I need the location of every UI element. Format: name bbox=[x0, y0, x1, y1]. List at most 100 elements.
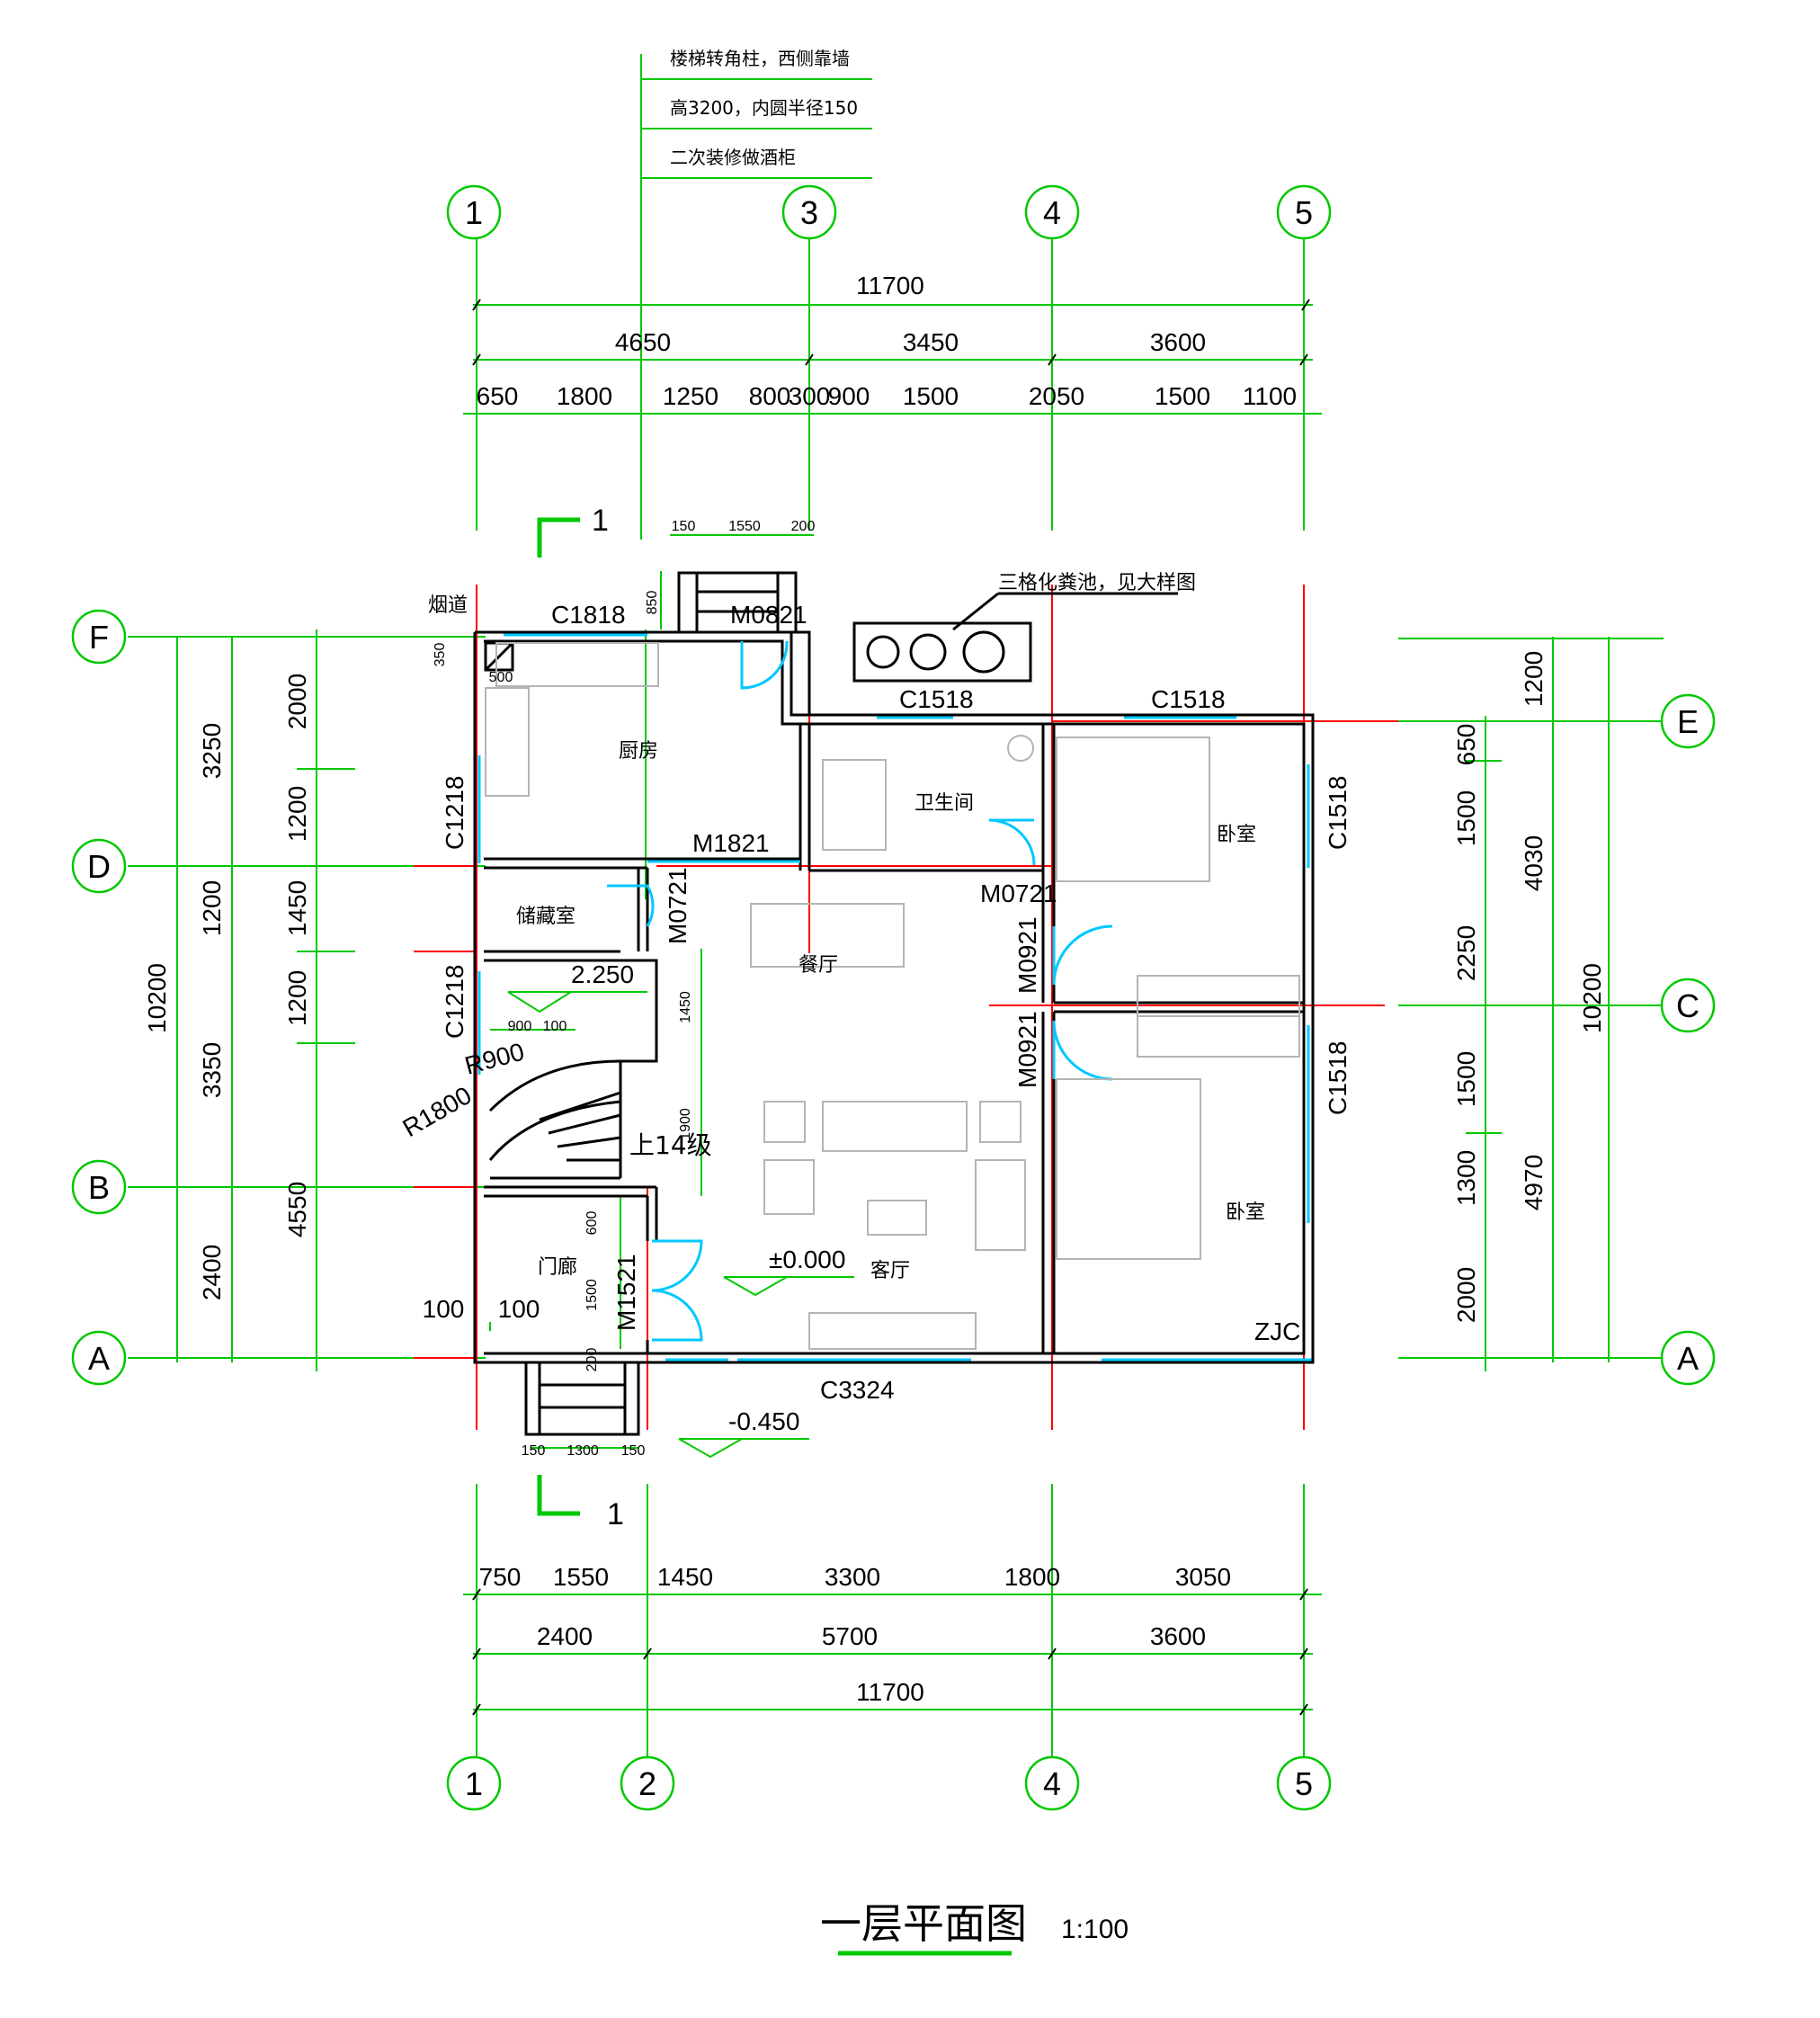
axis-bubble-top-3 bbox=[781, 184, 837, 240]
dim-text: 3250 bbox=[198, 723, 226, 779]
dim-text: 300 bbox=[789, 382, 831, 410]
dim-text: 1550 bbox=[553, 1563, 609, 1591]
window-label: C1218 bbox=[441, 964, 468, 1039]
dim-text: 900 bbox=[828, 382, 870, 410]
dimension-lines bbox=[128, 54, 1664, 1956]
walls bbox=[473, 571, 1315, 1436]
dim-text: 800 bbox=[749, 382, 791, 410]
axis-bubble-left-F bbox=[71, 609, 127, 665]
axis-label: B bbox=[88, 1169, 110, 1206]
axis-label: 3 bbox=[800, 194, 818, 231]
dim-text: 1450 bbox=[283, 880, 311, 936]
axis-label: A bbox=[1677, 1340, 1699, 1377]
dim-text: 750 bbox=[479, 1563, 522, 1591]
axis-bubbles bbox=[71, 184, 1716, 1811]
dim-text: 100 bbox=[423, 1295, 465, 1323]
axis-label: F bbox=[89, 619, 109, 656]
dim-text: 1450 bbox=[657, 1563, 713, 1591]
axis-bubble-right-A bbox=[1660, 1330, 1716, 1386]
note-line: 二次装修做酒柜 bbox=[670, 147, 796, 168]
axis-labels: 1 3 4 5 1 2 4 5 F D B A E C A bbox=[87, 194, 1700, 1802]
window-label: C1518 bbox=[1151, 685, 1226, 713]
door-label: M1521 bbox=[612, 1254, 640, 1331]
note-line: 高3200，内圆半径150 bbox=[670, 97, 858, 119]
dim-text: 4970 bbox=[1520, 1155, 1548, 1210]
door-label: M0721 bbox=[664, 867, 691, 944]
axis-bubble-bottom-4 bbox=[1024, 1755, 1080, 1811]
furniture bbox=[485, 642, 1300, 1350]
septic-note: 三格化粪池，见大样图 bbox=[998, 572, 1196, 594]
dim-text: 1100 bbox=[1243, 382, 1297, 410]
dim-text: 150 bbox=[621, 1443, 646, 1459]
note-line: 楼梯转角柱，西侧靠墙 bbox=[670, 48, 850, 69]
dim-text: 3050 bbox=[1175, 1563, 1231, 1591]
dim-text: 100 bbox=[498, 1295, 540, 1323]
axis-bubble-left-A bbox=[71, 1330, 127, 1386]
window-label: C1818 bbox=[551, 601, 626, 629]
dim-text: 1900 bbox=[678, 1108, 693, 1140]
axis-label: 1 bbox=[465, 194, 483, 231]
dim-text: 3600 bbox=[1150, 1622, 1206, 1650]
dim-text: 850 bbox=[645, 591, 660, 615]
dim-text: 1500 bbox=[584, 1279, 600, 1311]
axis-bubble-bottom-2 bbox=[620, 1755, 675, 1811]
dim-text: 500 bbox=[489, 670, 513, 685]
dim-text: 4030 bbox=[1520, 835, 1548, 891]
axis-bubble-left-D bbox=[71, 838, 127, 894]
horizontal-dimensions: 11700 4650 3450 3600 650 1800 1250 800 3… bbox=[477, 272, 1297, 1706]
dim-text: 2000 bbox=[283, 674, 311, 729]
dim-text: 1500 bbox=[1452, 1051, 1480, 1107]
axis-bubble-top-5 bbox=[1276, 184, 1332, 240]
dim-text: 10200 bbox=[1578, 963, 1606, 1033]
zjc-label: ZJC bbox=[1254, 1317, 1300, 1345]
section-number: 1 bbox=[607, 1497, 624, 1531]
room-bathroom: 卫生间 bbox=[914, 792, 974, 815]
dim-text: 1500 bbox=[1155, 382, 1210, 410]
dimension-ticks bbox=[472, 299, 1310, 1716]
room-storage: 储藏室 bbox=[516, 906, 575, 928]
dim-text: 1500 bbox=[903, 382, 959, 410]
dim-text: 150 bbox=[522, 1443, 546, 1459]
vertical-dimensions: 10200 3250 1200 3350 2400 2000 1200 1450… bbox=[143, 651, 1606, 1323]
door-label: M0821 bbox=[730, 601, 807, 629]
dim-text: 11700 bbox=[856, 272, 924, 299]
opening-labels: C1818 C1518 C1518 C1218 C1518 C1218 C151… bbox=[441, 601, 1352, 1404]
room-dining: 餐厅 bbox=[798, 954, 838, 977]
dim-text: 1200 bbox=[283, 970, 311, 1026]
door-label: M0921 bbox=[1013, 1011, 1041, 1088]
drawing-scale: 1:100 bbox=[1061, 1915, 1129, 1944]
axis-label: C bbox=[1676, 987, 1700, 1024]
dim-text: 2400 bbox=[198, 1245, 226, 1300]
dim-text: 200 bbox=[584, 1348, 600, 1372]
dim-text: 2400 bbox=[537, 1622, 593, 1650]
drawing-title: 一层平面图 bbox=[820, 1899, 1027, 1948]
dim-text: 2250 bbox=[1452, 925, 1480, 981]
door-label: M0921 bbox=[1013, 916, 1041, 994]
door-label: M0721 bbox=[980, 880, 1057, 907]
room-labels: 厨房 卫生间 卧室 储藏室 餐厅 门廊 客厅 卧室 bbox=[516, 740, 1265, 1282]
stair-radius: R900 bbox=[462, 1038, 528, 1080]
dim-text: 1500 bbox=[1452, 790, 1480, 846]
stair-radius: R1800 bbox=[398, 1081, 477, 1142]
dim-text: 1200 bbox=[198, 880, 226, 936]
dim-text: 900 bbox=[508, 1019, 532, 1034]
window-label: C1218 bbox=[441, 775, 468, 850]
level-value: 2.250 bbox=[571, 960, 634, 988]
axis-label: 4 bbox=[1043, 194, 1061, 231]
window-label: C1518 bbox=[1324, 775, 1352, 850]
axis-label: 1 bbox=[465, 1765, 483, 1802]
door-label: M1821 bbox=[692, 829, 770, 857]
window-label: C3324 bbox=[820, 1376, 895, 1404]
axis-bubble-left-B bbox=[71, 1159, 127, 1215]
level-value: -0.450 bbox=[728, 1407, 799, 1435]
room-bedroom-1: 卧室 bbox=[1217, 824, 1256, 846]
window-label: C1518 bbox=[899, 685, 974, 713]
dim-text: 200 bbox=[791, 519, 816, 534]
dim-text: 3350 bbox=[198, 1042, 226, 1098]
axis-label: 4 bbox=[1043, 1765, 1061, 1802]
axis-label: 5 bbox=[1295, 194, 1313, 231]
dim-text: 650 bbox=[477, 382, 519, 410]
section-numbers: 1 1 bbox=[592, 504, 624, 1531]
room-kitchen: 厨房 bbox=[619, 740, 658, 763]
axis-bubble-right-E bbox=[1660, 693, 1716, 749]
